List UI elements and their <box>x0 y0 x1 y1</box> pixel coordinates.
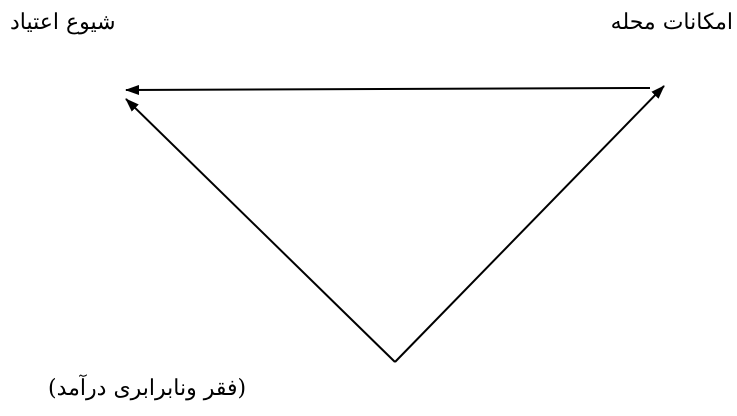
node-label-addiction-prevalence: شیوع اعتیاد <box>10 10 116 35</box>
node-label-poverty-income-inequality: (فقر ونابرابری درآمد) <box>48 376 247 401</box>
arrow-top-right-to-top-left <box>125 84 651 95</box>
node-label-neighborhood-facilities: امکانات محله <box>610 10 733 35</box>
arrow-bottom-to-top-left <box>125 98 396 363</box>
arrow-bottom-to-top-right <box>394 85 665 363</box>
